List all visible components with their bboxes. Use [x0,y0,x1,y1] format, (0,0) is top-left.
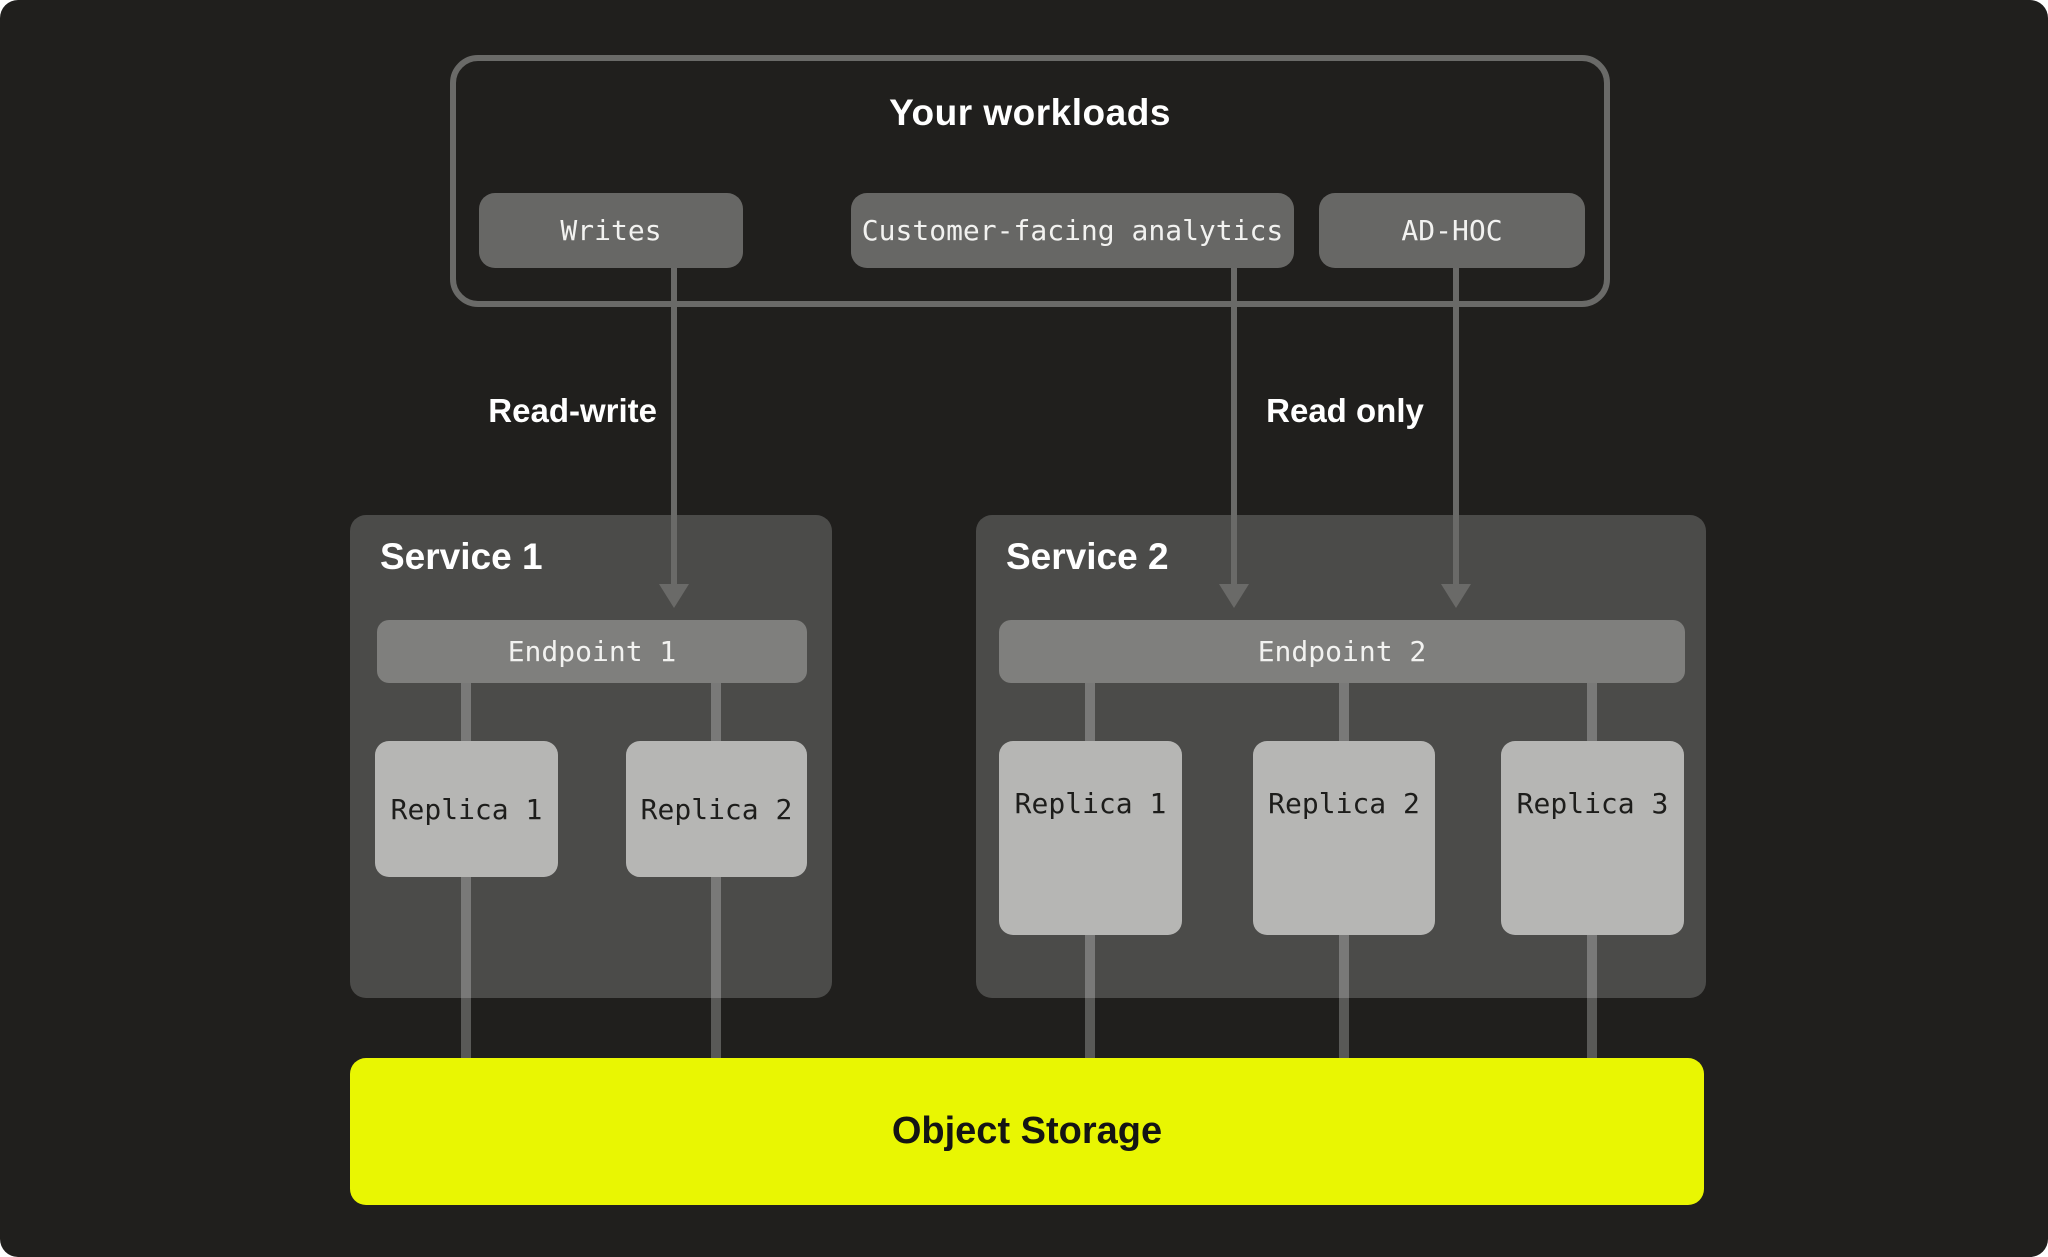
replica-label: Replica 1 [1014,787,1167,820]
edge-label-read-write: Read-write [488,392,657,429]
workload-node-label: Writes [560,214,662,247]
object-storage-label: Object Storage [891,1110,1163,1152]
edge-writes-to-endpoint1 [671,268,677,588]
endpoint-1-node: Endpoint 1 [377,620,807,683]
service-1-title: Service 1 [380,536,543,577]
arrowhead-down-icon [659,584,689,608]
replica-label: Replica 1 [390,792,543,826]
workload-node-label: Customer-facing analytics [861,214,1284,247]
edge-analytics-to-endpoint2 [1231,268,1237,588]
replica-label: Replica 2 [1268,787,1420,820]
replica-label: Replica 3 [1516,787,1669,820]
arrowhead-down-icon [1441,584,1471,608]
replica-label: Replica 2 [640,792,793,826]
endpoint-2-node: Endpoint 2 [999,620,1685,683]
endpoint-label: Endpoint 2 [1257,635,1427,668]
workloads-group-box [450,55,1610,307]
service-2-title: Service 2 [1006,536,1169,577]
workloads-title: Your workloads [889,92,1171,133]
endpoint-label: Endpoint 1 [507,635,677,668]
service2-replica-1-node: Replica 1 [999,741,1182,935]
workload-node-writes: Writes [479,193,743,268]
arrowhead-down-icon [1219,584,1249,608]
edge-label-read-only: Read only [1266,392,1424,429]
workload-node-ad-hoc: AD-HOC [1319,193,1585,268]
workload-node-label: AD-HOC [1401,214,1503,247]
service2-replica-3-node: Replica 3 [1501,741,1684,935]
edge-adhoc-to-endpoint2 [1453,268,1459,588]
service2-replica-2-node: Replica 2 [1253,741,1435,935]
object-storage-node: Object Storage [350,1058,1704,1205]
service1-replica-2-node: Replica 2 [626,741,807,877]
workload-node-customer-facing-analytics: Customer-facing analytics [851,193,1294,268]
service1-replica-1-node: Replica 1 [375,741,558,877]
